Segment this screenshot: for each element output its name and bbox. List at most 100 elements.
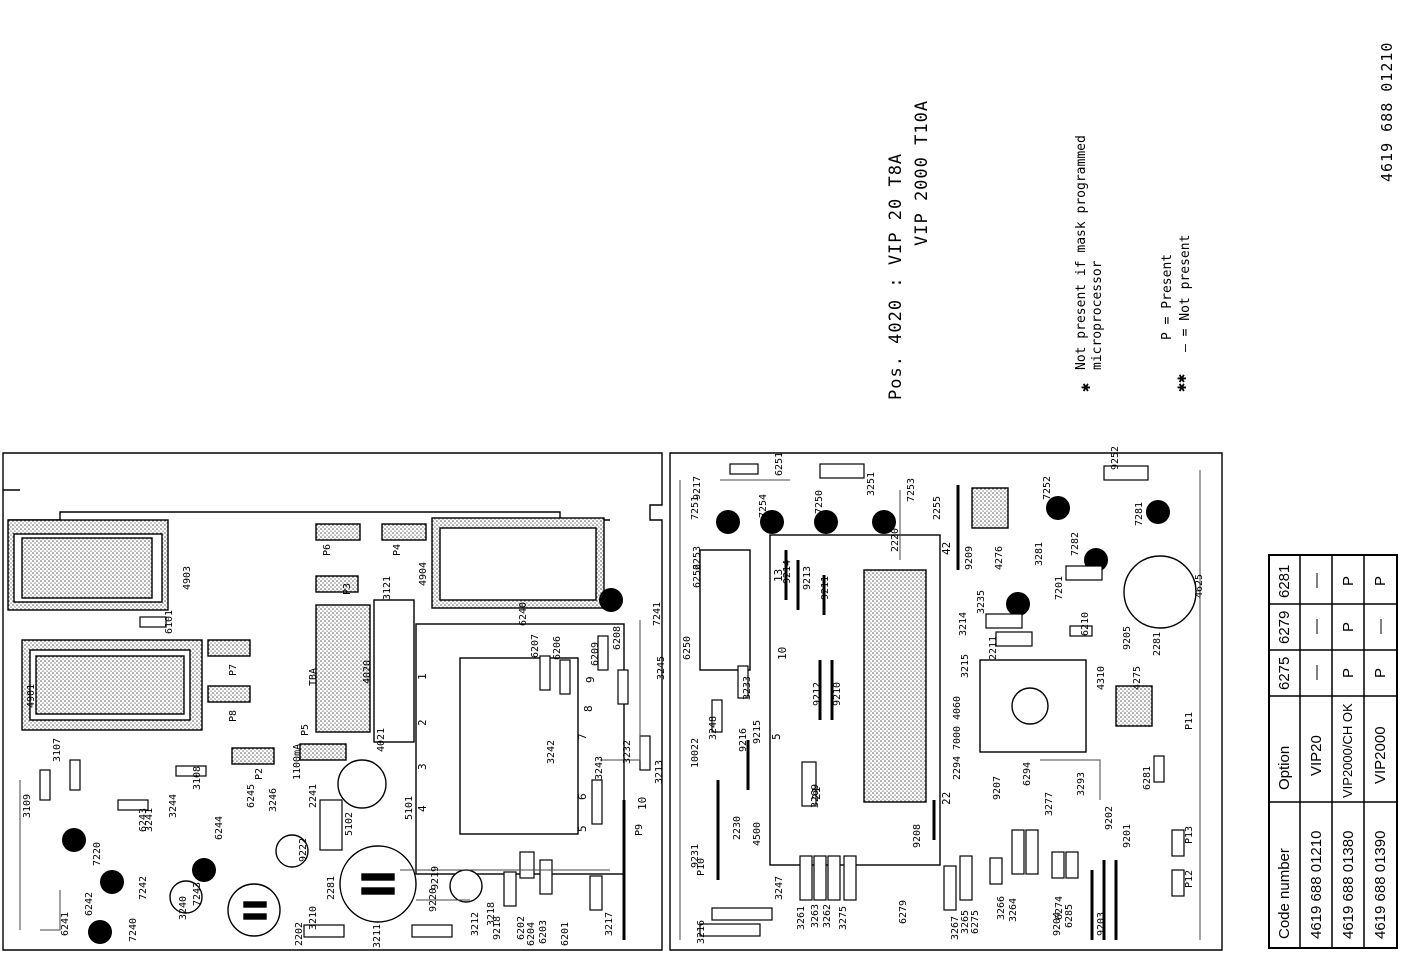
table-row2-6281: P	[1340, 575, 1357, 586]
component-ref-label: 9210	[832, 682, 843, 706]
table-row3-code: 4619 688 01390	[1372, 830, 1389, 939]
component-ref-label: 4904	[418, 562, 429, 586]
component-ref-label: P11	[1184, 712, 1195, 730]
component-ref-label: 3213	[654, 760, 665, 784]
component-ref-label: 2281	[326, 876, 337, 900]
component-ref-label: 7242	[138, 876, 149, 900]
component-ref-label: 6275	[970, 910, 981, 934]
component-ref-label: 4901	[26, 684, 37, 708]
table-row1-6275: —	[1308, 665, 1325, 680]
component-ref-label: 9201	[1122, 824, 1133, 848]
single-star-note-line1: Not present if mask programmed	[1074, 135, 1089, 370]
component-ref-label: 9218	[492, 916, 503, 940]
table-header-6279: 6279	[1276, 610, 1293, 644]
component-ref-label: 6203	[538, 920, 549, 944]
svg-text:22: 22	[940, 792, 953, 805]
table-header-option: Option	[1276, 745, 1293, 790]
component-ref-label: 6294	[1022, 762, 1033, 786]
component-ref-label: 3109	[22, 794, 33, 818]
svg-text:6: 6	[576, 793, 589, 800]
component-ref-label: 9208	[912, 824, 923, 848]
component-ref-label: 6252	[692, 564, 703, 588]
svg-text:4: 4	[416, 805, 429, 812]
component-ref-label: 3214	[958, 612, 969, 636]
component-ref-label: 9207	[992, 776, 1003, 800]
present-note: P = Present	[1160, 253, 1175, 340]
component-ref-label: 3216	[696, 920, 707, 944]
table-header-6275: 6275	[1276, 656, 1293, 690]
single-star-symbol: ✱	[1076, 382, 1094, 392]
right-board	[669, 452, 1223, 951]
component-ref-label: 3241	[144, 808, 155, 832]
component-ref-label: 6279	[898, 900, 909, 924]
component-ref-label: 9219	[430, 866, 441, 890]
table-row2-6279: P	[1340, 621, 1357, 632]
component-ref-label: 6209	[590, 642, 601, 666]
component-ref-label: 3108	[192, 766, 203, 790]
component-ref-label: 6241	[60, 912, 71, 936]
component-ref-label: 9203	[1096, 912, 1107, 936]
table-row1-6281: —	[1308, 573, 1325, 588]
component-ref-label: 6245	[246, 784, 257, 808]
position-note-line1: Pos. 4020 : VIP 20 T8A	[886, 152, 906, 400]
table-row1-option: VIP20	[1308, 735, 1325, 776]
component-ref-label: 3248	[708, 716, 719, 740]
component-ref-label: P5	[300, 724, 311, 736]
svg-text:1: 1	[416, 673, 429, 680]
component-ref-label: 3245	[656, 656, 667, 680]
component-ref-label: 4903	[182, 566, 193, 590]
component-ref-label: 6204	[526, 922, 537, 946]
component-ref-label: 4500	[752, 822, 763, 846]
component-ref-label: 3240	[178, 896, 189, 920]
component-ref-label: 6251	[774, 452, 785, 476]
component-ref-label: 6202	[516, 916, 527, 940]
component-ref-label: 2211	[988, 636, 999, 660]
transistor-dots	[62, 496, 1170, 944]
component-ref-label: P10	[696, 858, 707, 876]
component-ref-label: 9202	[1104, 806, 1115, 830]
component-ref-label: 3277	[1044, 792, 1055, 816]
component-ref-label: P2	[254, 768, 265, 780]
table-row1-6279: —	[1308, 619, 1325, 634]
component-ref-label: 9211	[820, 576, 831, 600]
svg-text:5: 5	[576, 825, 589, 832]
component-ref-label: 3218	[486, 902, 497, 926]
component-ref-label: 6253	[692, 546, 703, 570]
component-ref-label: 7282	[1070, 532, 1081, 556]
component-ref-label: P4	[392, 544, 403, 556]
pin-numbers: 1 2 3 4 5 6 7 8 9 10 10 13 5 21 42 22	[416, 542, 953, 832]
table-row3-6281: P	[1372, 575, 1389, 586]
double-star-symbol: ✱✱	[1172, 373, 1190, 392]
component-ref-label: 6242	[84, 892, 95, 916]
component-ref-label: 9213	[802, 566, 813, 590]
component-ref-label: 6207	[530, 634, 541, 658]
svg-text:10: 10	[776, 647, 789, 660]
component-ref-label: P8	[228, 710, 239, 722]
component-ref-label: 2255	[932, 496, 943, 520]
left-board-modules	[7, 517, 625, 875]
component-ref-label: 3242	[546, 740, 557, 764]
option-table-grid	[1270, 556, 1396, 947]
component-ref-label: 3251	[866, 472, 877, 496]
component-ref-label: 7253	[906, 478, 917, 502]
component-ref-label: 6274	[1054, 896, 1065, 920]
component-ref-label: 3121	[382, 576, 393, 600]
component-ref-label: 7220	[92, 842, 103, 866]
component-ref-label: 3247	[774, 876, 785, 900]
component-ref-label: 4060	[952, 696, 963, 720]
table-header-6281: 6281	[1276, 564, 1293, 598]
component-ref-label: 7250	[814, 490, 825, 514]
component-ref-label: 6281	[1142, 766, 1153, 790]
component-ref-label: 5101	[404, 796, 415, 820]
component-ref-label: 6206	[552, 636, 563, 660]
component-ref-label: 3264	[1008, 898, 1019, 922]
component-ref-label: 2202	[294, 922, 305, 946]
component-ref-label: 9204	[1052, 912, 1063, 936]
component-ref-label: 6210	[1080, 612, 1091, 636]
component-ref-label: 3262	[822, 904, 833, 928]
component-ref-label: 6285	[1064, 904, 1075, 928]
component-ref-label: 4276	[994, 546, 1005, 570]
component-ref-label: 7243	[192, 882, 203, 906]
component-ref-label: 3211	[372, 924, 383, 948]
